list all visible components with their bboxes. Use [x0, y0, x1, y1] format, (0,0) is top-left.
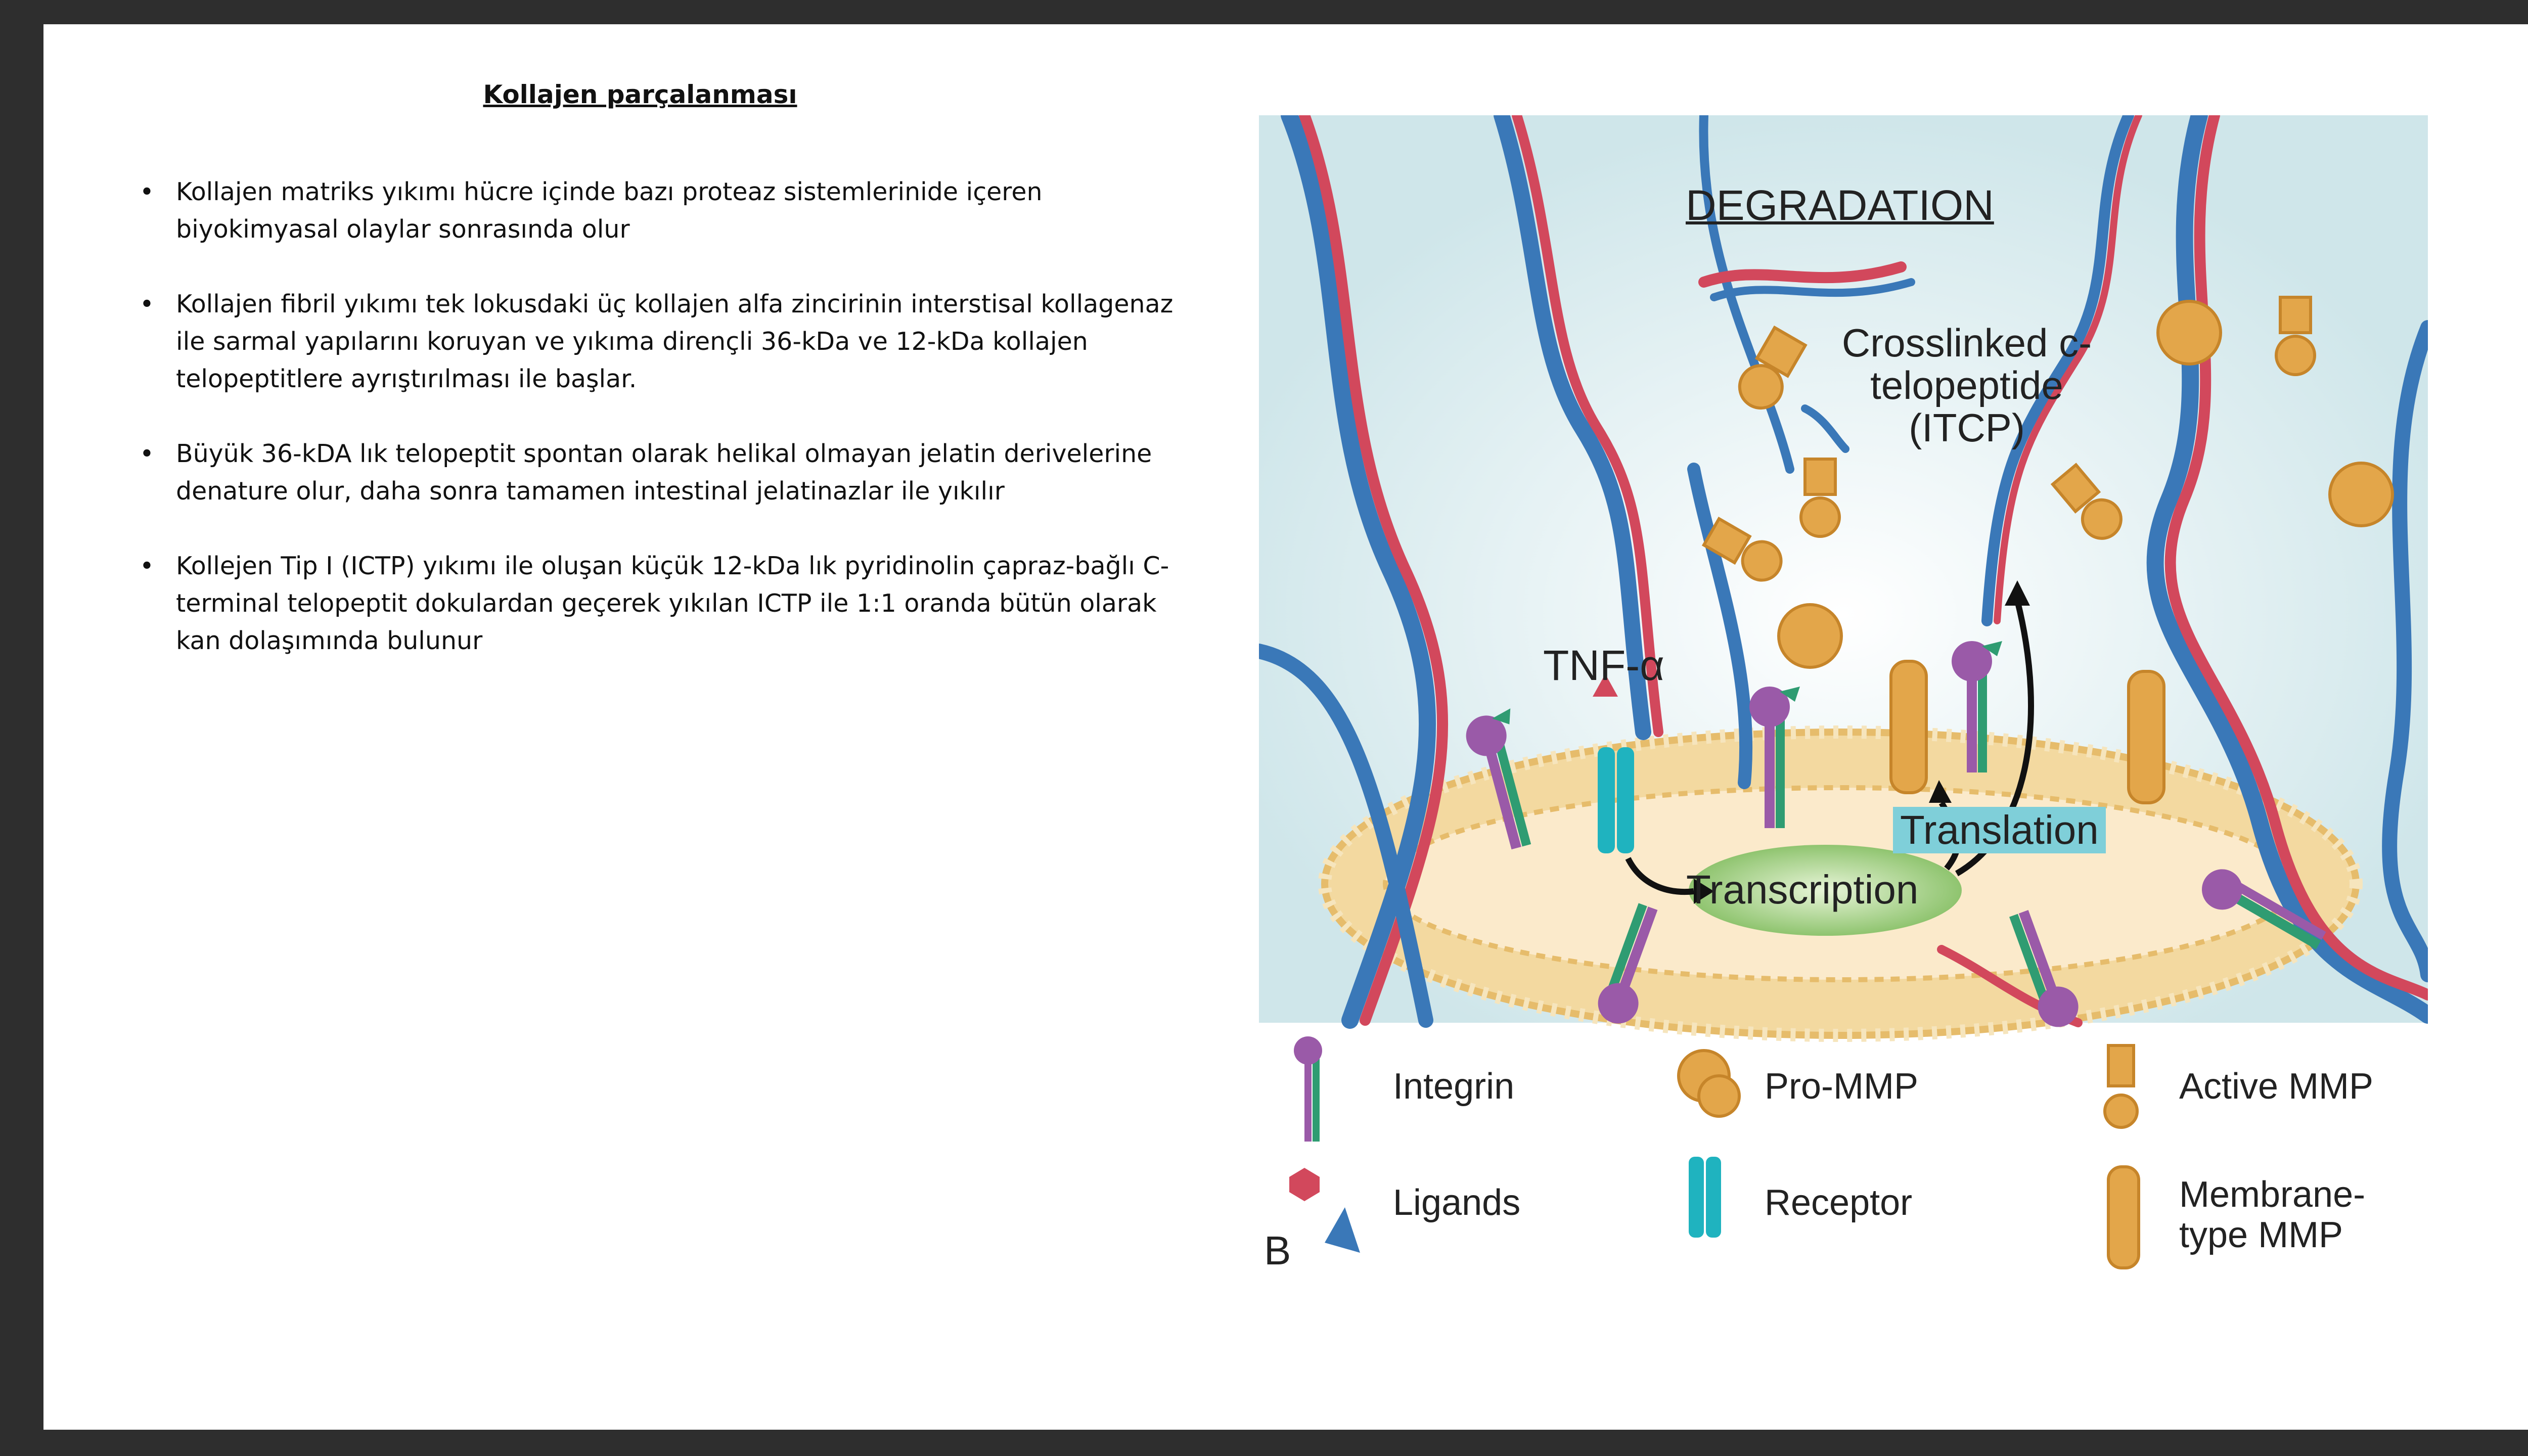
bullet-item: • Büyük 36-kDA lık telopeptit spontan ola…	[140, 435, 1191, 510]
legend-membrane-mmp-label: Membrane-type MMP	[2179, 1174, 2366, 1255]
bullet-text: Kollajen matriks yıkımı hücre içinde baz…	[176, 177, 1043, 244]
legend-icons	[1289, 1036, 2140, 1269]
bullet-item: • Kollajen matriks yıkımı hücre içinde ba…	[140, 173, 1191, 248]
legend-receptor-label: Receptor	[1765, 1182, 1913, 1223]
bullet-text: Kollejen Tip I (ICTP) yıkımı ile oluşan …	[176, 552, 1169, 655]
tnf-alpha-label: TNF-α	[1543, 642, 1664, 689]
bullet-marker: •	[140, 552, 154, 580]
translation-label: Translation	[1893, 807, 2106, 853]
tnf-receptor	[1593, 674, 1634, 853]
mmp-molecules	[1701, 296, 2394, 804]
itcp-label: Crosslinked c-telopeptide (ITCP)	[1841, 321, 2092, 450]
slide-title: Kollajen parçalanması	[483, 80, 797, 109]
legend-ligands-label: Ligands	[1393, 1182, 1521, 1223]
bullet-list: • Kollajen matriks yıkımı hücre içinde ba…	[140, 173, 1191, 697]
degradation-figure: DEGRADATION Crosslinked c-telopeptide (I…	[1259, 115, 2428, 1283]
legend-integrin-icon	[1294, 1036, 1322, 1142]
bullet-item: • Kollejen Tip I (ICTP) yıkımı ile oluşan…	[140, 548, 1191, 660]
bullet-text: Kollajen fibril yıkımı tek lokusdaki üç …	[176, 290, 1173, 393]
integrin-group	[1466, 641, 2326, 1027]
degradation-heading: DEGRADATION	[1686, 181, 1994, 229]
collagen-fibers	[1259, 115, 2428, 1029]
bullet-item: • Kollajen fibril yıkımı tek lokusdaki üç…	[140, 286, 1191, 398]
legend-membrane-mmp-icon	[2107, 1165, 2140, 1269]
slide: Kollajen parçalanması • Kollajen matriks …	[43, 24, 2528, 1430]
bullet-text: Büyük 36-kDA lık telopeptit spontan olar…	[176, 439, 1152, 506]
legend-integrin-label: Integrin	[1393, 1066, 1515, 1107]
transcription-label: Transcription	[1686, 867, 1919, 912]
panel-letter: B	[1264, 1228, 1291, 1273]
legend-receptor-icon	[1689, 1157, 1721, 1238]
legend-active-mmp-label: Active MMP	[2179, 1066, 2374, 1107]
bullet-marker: •	[140, 290, 154, 318]
transcription-oval	[1689, 845, 1962, 936]
legend-active-mmp-icon	[2103, 1044, 2139, 1129]
legend-pro-mmp-icon	[1677, 1049, 1741, 1118]
legend-ligands-icon	[1289, 1168, 1360, 1253]
figure-illustration	[1259, 115, 2428, 1269]
bullet-marker: •	[140, 177, 154, 206]
arrow-heads	[1694, 580, 2030, 904]
bullet-marker: •	[140, 439, 154, 468]
legend-pro-mmp-label: Pro-MMP	[1765, 1066, 1918, 1107]
